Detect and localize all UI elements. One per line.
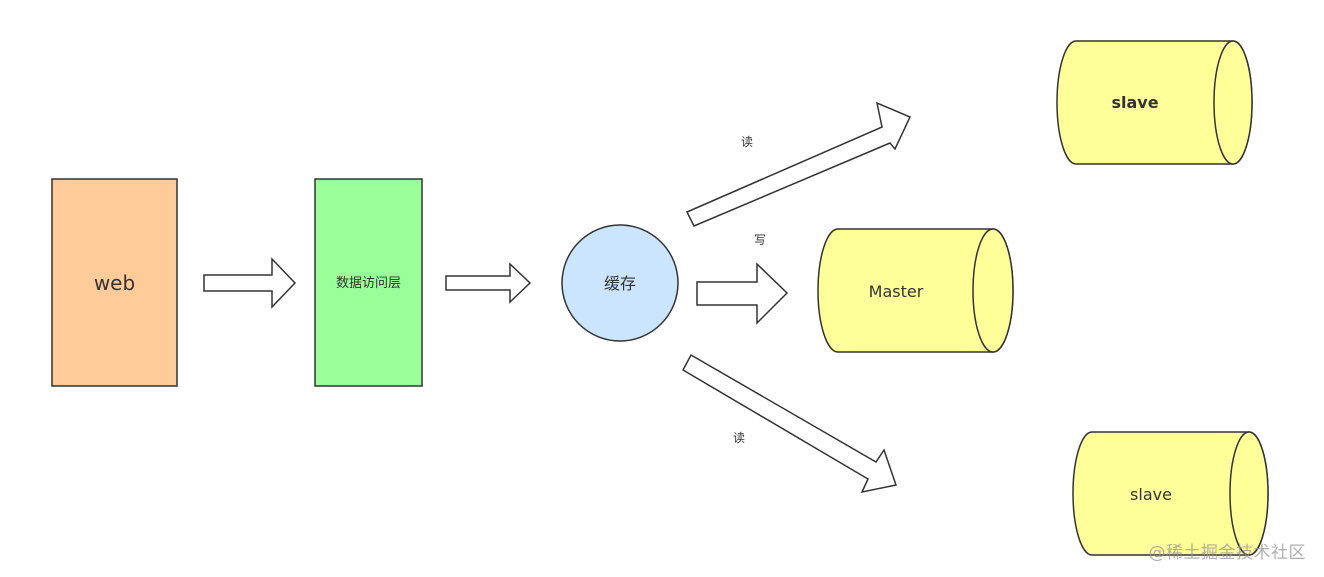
cache-node: 缓存 bbox=[561, 224, 679, 342]
web-box bbox=[51, 178, 178, 387]
web-label: web bbox=[94, 271, 135, 295]
data-access-box bbox=[314, 178, 423, 387]
read-bottom-edge-label: 读 bbox=[733, 431, 745, 445]
master-cylinder-end bbox=[972, 228, 1014, 353]
slave-bottom-label: slave bbox=[1130, 485, 1172, 504]
slave-bottom-cylinder-end bbox=[1229, 431, 1269, 556]
read-top-edge-label: 读 bbox=[741, 135, 753, 149]
cache-circle bbox=[561, 224, 679, 342]
data-access-label: 数据访问层 bbox=[336, 276, 401, 291]
arrow-web-to-data-access bbox=[203, 257, 297, 309]
cache-label: 缓存 bbox=[604, 274, 636, 293]
web-node: web bbox=[51, 178, 178, 387]
slave-top-node: slave bbox=[1056, 40, 1253, 165]
arrow-cache-to-slave-top bbox=[685, 101, 912, 227]
master-node: Master bbox=[817, 228, 1014, 353]
arrow-cache-to-slave-bottom bbox=[681, 353, 897, 494]
slave-top-cylinder-end bbox=[1213, 40, 1253, 165]
write-edge-label: 写 bbox=[754, 233, 766, 247]
watermark: @稀土掘金技术社区 bbox=[1148, 543, 1306, 563]
slave-top-label: slave bbox=[1111, 93, 1158, 112]
arrow-data-access-to-cache bbox=[445, 262, 532, 304]
arrow-cache-to-master bbox=[696, 262, 789, 325]
slave-bottom-node: slave bbox=[1072, 431, 1269, 556]
master-label: Master bbox=[869, 282, 924, 301]
data-access-node: 数据访问层 bbox=[314, 178, 423, 387]
